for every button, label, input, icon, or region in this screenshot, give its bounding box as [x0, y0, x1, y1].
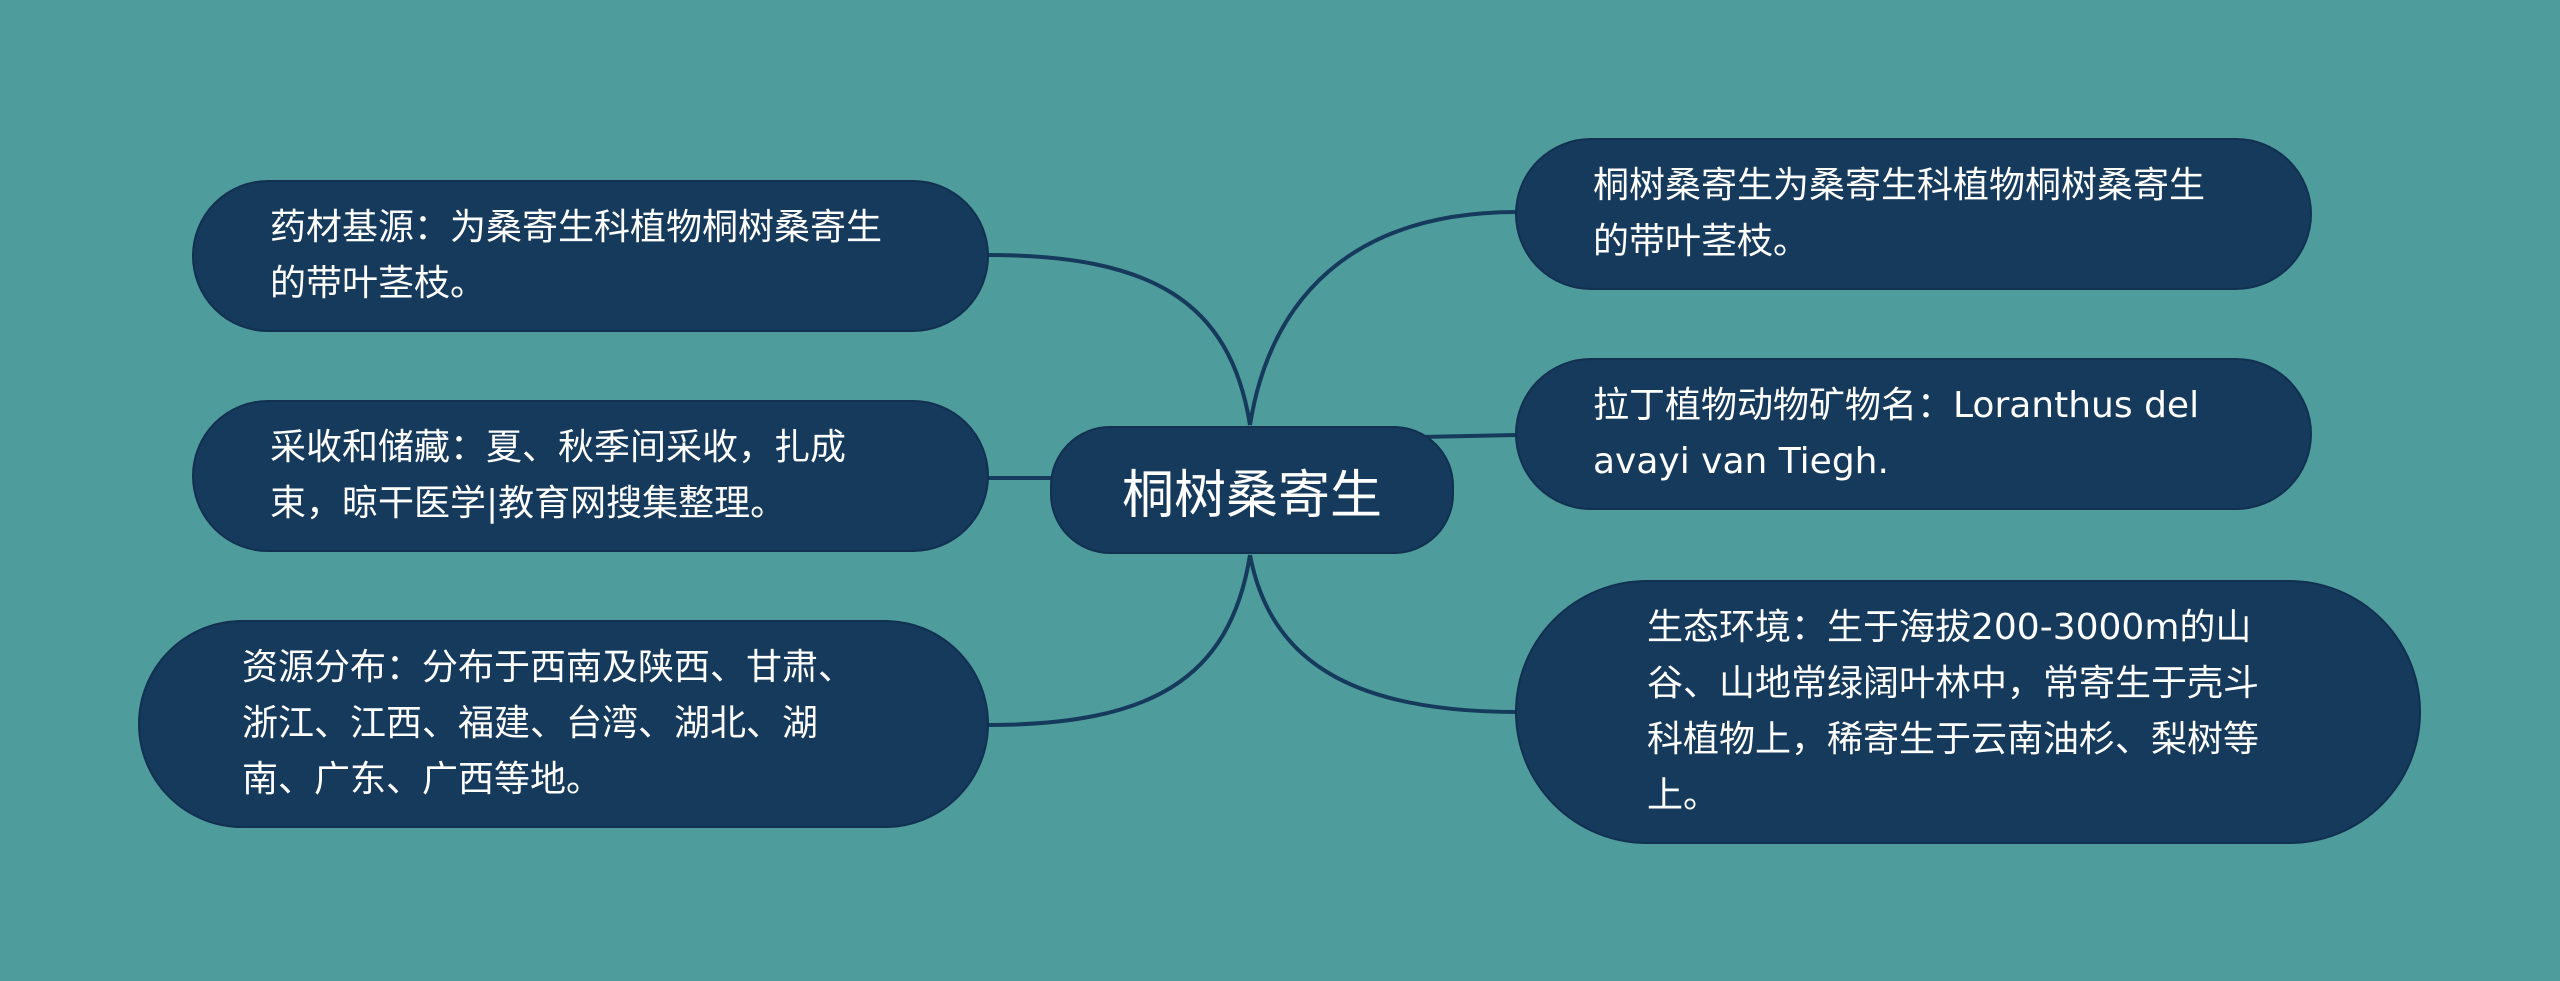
topic-node-left-2[interactable]: 采收和储藏：夏、秋季间采收，扎成束，晾干医学|教育网搜集整理。 [192, 400, 989, 552]
central-topic[interactable]: 桐树桑寄生 [1050, 426, 1454, 554]
topic-label: 资源分布：分布于西南及陕西、甘肃、浙江、江西、福建、台湾、湖北、湖南、广东、广西… [242, 647, 855, 800]
central-topic-label: 桐树桑寄生 [1121, 465, 1382, 526]
topic-label: 拉丁植物动物矿物名：Loranthus delavayi van Tiegh. [1593, 385, 2200, 482]
topic-node-right-2[interactable]: 拉丁植物动物矿物名：Loranthus delavayi van Tiegh. [1515, 358, 2312, 510]
link-right-2 [1419, 433, 1518, 439]
topic-node-left-1[interactable]: 药材基源：为桑寄生科植物桐树桑寄生的带叶茎枝。 [192, 180, 989, 332]
topic-node-left-3[interactable]: 资源分布：分布于西南及陕西、甘肃、浙江、江西、福建、台湾、湖北、湖南、广东、广西… [138, 620, 989, 828]
link-left-1 [986, 253, 1252, 426]
topic-node-right-3[interactable]: 生态环境：生于海拔200-3000m的山谷、山地常绿阔叶林中，常寄生于壳斗科植物… [1515, 580, 2421, 844]
topic-label: 药材基源：为桑寄生科植物桐树桑寄生的带叶茎枝。 [270, 207, 883, 304]
topic-label: 生态环境：生于海拔200-3000m的山谷、山地常绿阔叶林中，常寄生于壳斗科植物… [1647, 607, 2260, 816]
link-left-3 [986, 554, 1252, 727]
topic-label: 采收和储藏：夏、秋季间采收，扎成束，晾干医学|教育网搜集整理。 [270, 427, 847, 524]
link-right-1 [1248, 210, 1518, 426]
topic-node-right-1[interactable]: 桐树桑寄生为桑寄生科植物桐树桑寄生的带叶茎枝。 [1515, 138, 2312, 290]
topic-label: 桐树桑寄生为桑寄生科植物桐树桑寄生的带叶茎枝。 [1593, 165, 2206, 262]
link-right-3 [1248, 554, 1518, 714]
